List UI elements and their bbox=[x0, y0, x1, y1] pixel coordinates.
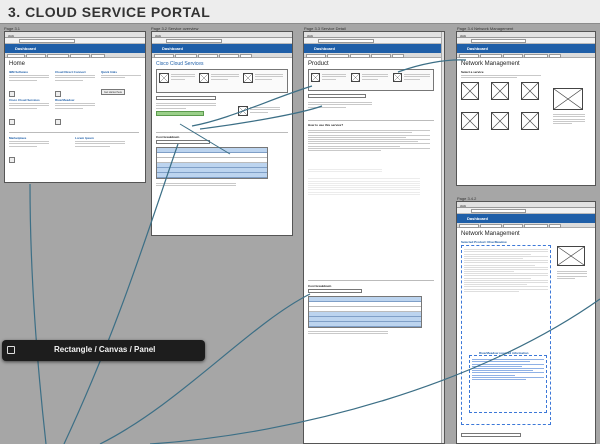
network-heading: Network Management bbox=[461, 231, 520, 237]
element-tooltip: Rectangle / Canvas / Panel bbox=[2, 340, 205, 361]
river-meadow-button[interactable]: ​ bbox=[55, 119, 61, 126]
rectangle-icon bbox=[7, 346, 15, 354]
cloud-direct-button[interactable]: ​ bbox=[55, 91, 61, 98]
quick-links-label: Quick links bbox=[101, 70, 118, 74]
required-info-box bbox=[469, 355, 547, 413]
product-panel bbox=[308, 69, 434, 91]
promo-image bbox=[557, 246, 585, 266]
service-tile-6[interactable] bbox=[521, 112, 539, 130]
how-to-use-label: How to use this service? bbox=[308, 123, 344, 127]
dashboard-bar: Dashboard bbox=[457, 44, 595, 53]
service-image-3 bbox=[243, 73, 253, 83]
product-dropdown[interactable] bbox=[308, 94, 366, 98]
dashboard-bar: Dashboard bbox=[5, 44, 145, 53]
selected-product-label: Selected Product: RiverMeadow bbox=[461, 240, 507, 244]
detail-image bbox=[238, 106, 248, 116]
network-heading: Network Management bbox=[461, 61, 520, 67]
cost-breakdown-label: Cost breakdown bbox=[156, 135, 180, 139]
service-dropdown[interactable] bbox=[156, 96, 216, 100]
portal-title: 3. CLOUD SERVICE PORTAL bbox=[8, 4, 211, 20]
select-service-label: Select a service bbox=[461, 70, 484, 74]
marketplace-button[interactable]: ​ bbox=[9, 157, 15, 164]
dashboard-bar: Dashboard bbox=[304, 44, 444, 53]
wireframe-page-3-4-2[interactable]: Dashboard Network Management Selected Pr… bbox=[456, 201, 596, 444]
cisco-services-heading: Cisco Cloud Services bbox=[156, 61, 204, 67]
dashboard-bar: Dashboard bbox=[152, 44, 292, 53]
cost-table bbox=[308, 296, 422, 328]
get-started-button[interactable]: Get started here bbox=[101, 89, 126, 96]
cloud-direct-label: Cloud Direct Connect bbox=[55, 70, 86, 74]
cost-select[interactable] bbox=[156, 140, 210, 144]
ibm-configure-button[interactable]: ​ bbox=[9, 91, 15, 98]
service-tile-2[interactable] bbox=[491, 82, 509, 100]
service-image-1 bbox=[159, 73, 169, 83]
wireframe-page-3-2[interactable]: Dashboard Cisco Cloud Services Cost brea… bbox=[151, 31, 293, 236]
cost-breakdown-label: Cost breakdown bbox=[308, 284, 332, 288]
product-heading: Product bbox=[308, 61, 329, 67]
promo-image bbox=[553, 88, 583, 110]
home-heading: Home bbox=[9, 61, 26, 67]
cisco-configure-button[interactable]: ​ bbox=[9, 119, 15, 126]
dashboard-bar: Dashboard bbox=[457, 214, 595, 223]
services-panel bbox=[156, 69, 288, 93]
wireframe-page-3-1[interactable]: Dashboard Home IBM Software ​ Cloud Dire… bbox=[4, 31, 146, 183]
service-image-2 bbox=[199, 73, 209, 83]
wireframe-board: Page 3.1 Dashboard Home IBM Software ​ C… bbox=[0, 24, 600, 444]
cost-select[interactable] bbox=[308, 289, 362, 293]
service-tile-1[interactable] bbox=[461, 82, 479, 100]
page-label-3-4: Page 3.4 Network Management bbox=[457, 26, 514, 31]
page-label-3-4-2: Page 3.4.2 bbox=[457, 196, 477, 201]
page-label-3-1: Page 3.1 bbox=[4, 26, 21, 31]
ibm-software-select[interactable] bbox=[461, 433, 521, 437]
service-tile-3[interactable] bbox=[521, 82, 539, 100]
progress-indicator bbox=[156, 111, 204, 116]
faded-section bbox=[308, 168, 432, 223]
page-scrollbar[interactable] bbox=[441, 32, 444, 443]
wireframe-page-3-3[interactable]: Dashboard Product How to use this servic… bbox=[303, 31, 445, 444]
wireframe-page-3-4[interactable]: Dashboard Network Management Select a se… bbox=[456, 31, 596, 186]
page-label-3-3: Page 3.3 Service Detail bbox=[304, 26, 346, 31]
service-tile-5[interactable] bbox=[491, 112, 509, 130]
river-meadow-label: RiverMeadow bbox=[55, 98, 75, 102]
service-tile-4[interactable] bbox=[461, 112, 479, 130]
ibm-software-label: IBM Software bbox=[9, 70, 29, 74]
lorem-label: Lorem Ipsum bbox=[75, 136, 94, 140]
cost-table bbox=[156, 147, 268, 179]
portal-header: 3. CLOUD SERVICE PORTAL bbox=[0, 0, 600, 24]
cisco-cloud-label: Cisco Cloud Services bbox=[9, 98, 40, 102]
page-label-3-2: Page 3.2 Service overview bbox=[151, 26, 199, 31]
tooltip-label: Rectangle / Canvas / Panel bbox=[54, 345, 156, 354]
marketplace-label: Marketplace bbox=[9, 136, 27, 140]
